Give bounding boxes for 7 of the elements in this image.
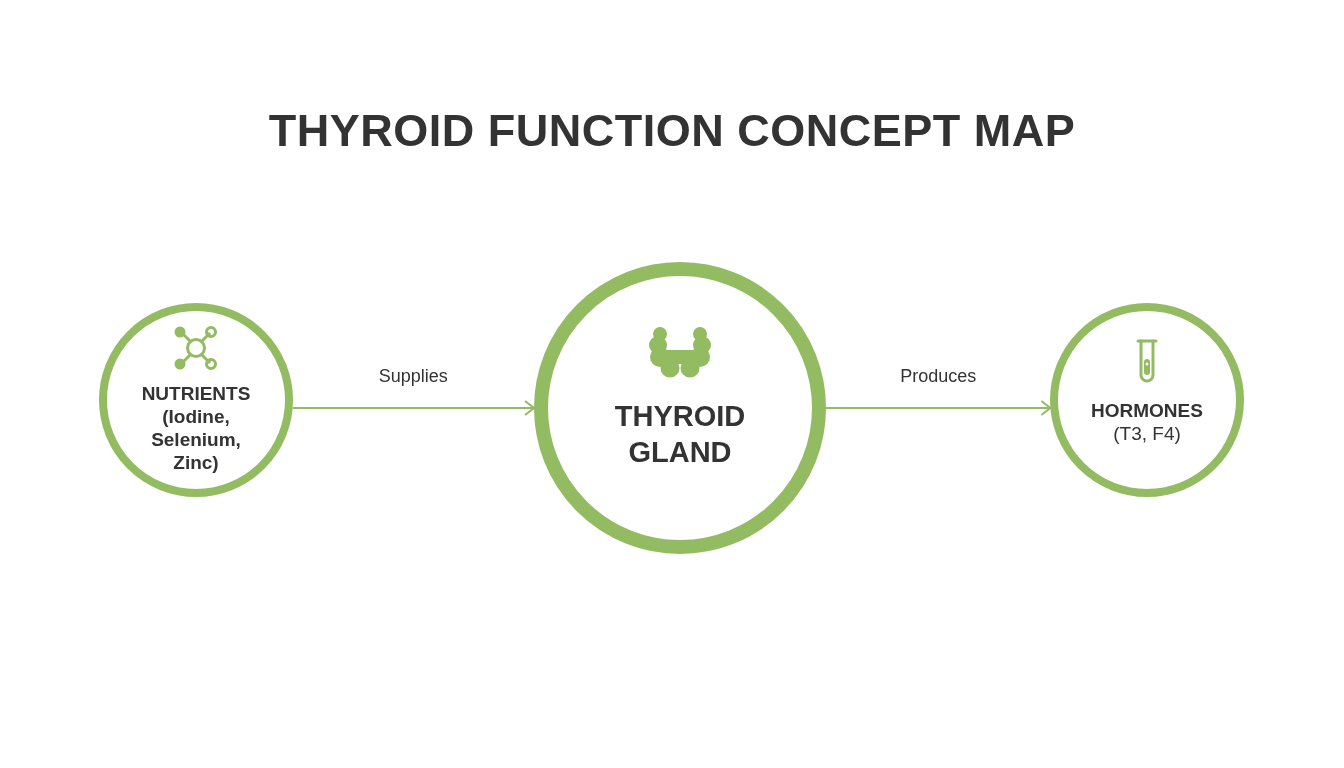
- arrow: [825, 400, 1052, 416]
- node-heading: HORMONES: [1091, 399, 1203, 422]
- node-heading: NUTRIENTS: [141, 382, 251, 405]
- node-heading: THYROID GLAND: [613, 399, 747, 470]
- title: THYROID FUNCTION CONCEPT MAP: [268, 104, 1076, 158]
- node-subtext: (T3, F4): [1113, 422, 1181, 445]
- node-subtext: (Iodine, Selenium, Zinc): [150, 405, 242, 474]
